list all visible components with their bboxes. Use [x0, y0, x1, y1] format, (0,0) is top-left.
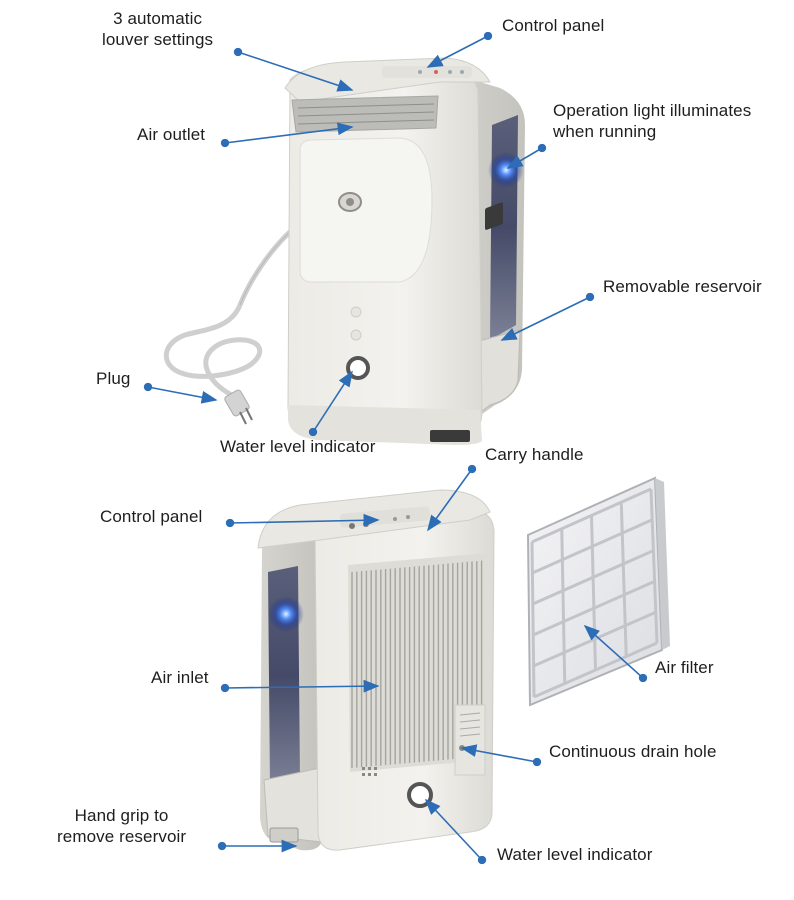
- power-cord: [163, 227, 295, 403]
- side-window: [490, 115, 518, 340]
- label-louver-settings: 3 automatic louver settings: [102, 9, 214, 49]
- filter-grid-line: [531, 487, 652, 544]
- label-air-filter: Air filter: [655, 658, 714, 677]
- plug-shape: [224, 389, 253, 425]
- label-operation-light: Operation light illuminates when running: [553, 101, 752, 141]
- filter-grid-line: [649, 488, 659, 644]
- filter-grid-line: [560, 528, 567, 684]
- label-water-level-top: Water level indicator: [220, 437, 376, 456]
- air-filter-panel: [526, 476, 670, 707]
- label-plug: Plug: [96, 369, 131, 388]
- filter-grid-line: [532, 580, 656, 637]
- label-drain-hole: Continuous drain hole: [549, 742, 717, 761]
- dehumidifier-front-view: [163, 57, 525, 445]
- label-removable-reservoir: Removable reservoir: [603, 277, 762, 296]
- label-carry-handle: Carry handle: [485, 445, 584, 464]
- filter-grid-line: [531, 518, 653, 575]
- control-panel-top: [382, 66, 472, 78]
- small-vent: [362, 767, 377, 776]
- label-water-level-bottom: Water level indicator: [497, 845, 653, 864]
- filter-grid-line: [532, 549, 655, 606]
- operation-light: [488, 152, 524, 188]
- bottom-leader-lines: [217, 464, 648, 865]
- dehumidifier-rear-view: [257, 489, 495, 851]
- label-air-outlet: Air outlet: [137, 125, 206, 144]
- water-level-window: [346, 356, 370, 380]
- filter-grid-line: [530, 541, 536, 698]
- label-control-panel-top: Control panel: [502, 16, 605, 35]
- top-leader-lines: [143, 31, 595, 437]
- label-hand-grip: Hand grip to remove reservoir: [57, 806, 187, 846]
- label-control-panel-bottom: Control panel: [100, 507, 203, 526]
- label-air-inlet: Air inlet: [151, 668, 209, 687]
- rear-operation-light: [268, 596, 304, 632]
